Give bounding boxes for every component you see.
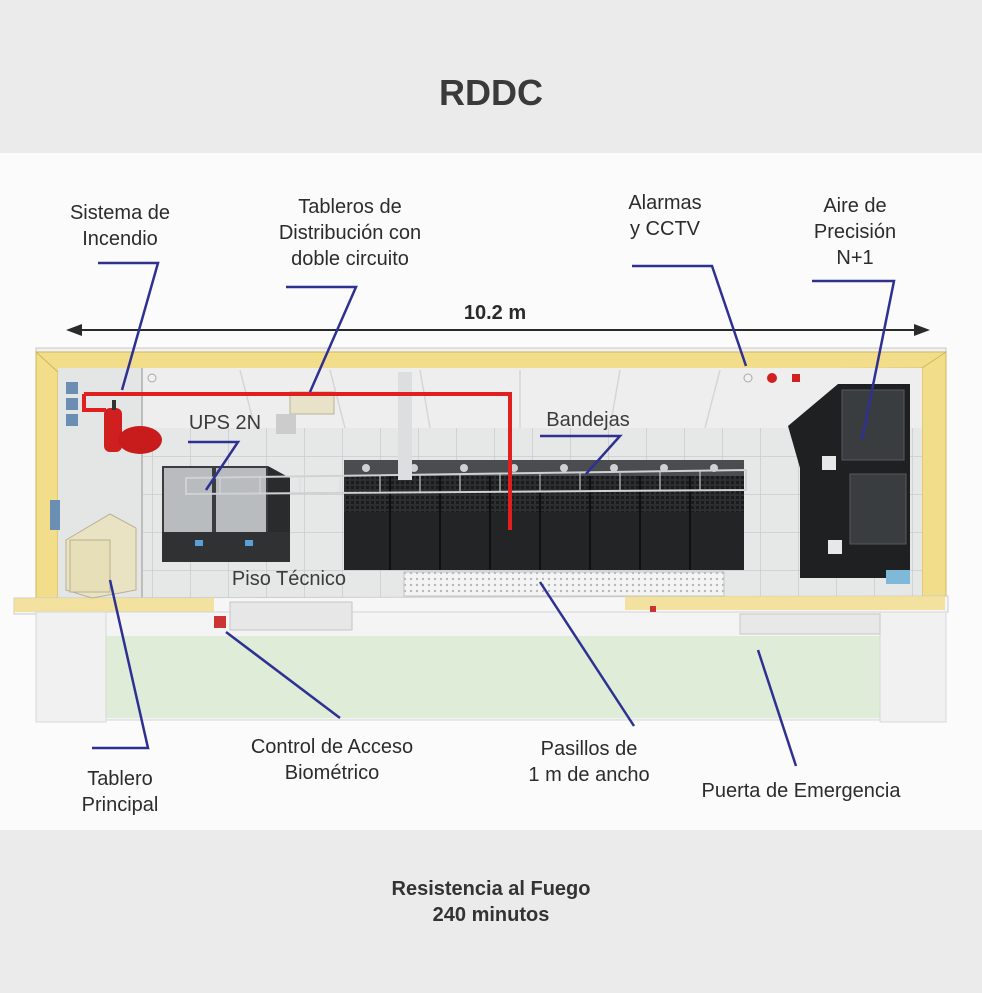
label-line: N+1 xyxy=(836,247,874,269)
label-line: Control de Acceso xyxy=(250,736,414,758)
leader-ups xyxy=(188,440,241,491)
main-electrical-board xyxy=(65,513,137,599)
fire-suppression-pipe xyxy=(82,392,512,530)
leader-lines xyxy=(92,261,896,767)
label-line: Pasillos de xyxy=(540,738,638,760)
server-rack-row xyxy=(344,460,744,570)
leader-control-acceso xyxy=(225,631,341,719)
label-aire-precision: Aire de Precisión N+1 xyxy=(790,193,920,271)
label-control-acceso: Control de Acceso Biométrico xyxy=(222,734,442,786)
label-line: Tableros de xyxy=(298,196,402,218)
leader-tableros xyxy=(286,285,358,393)
label-line: Sistema de xyxy=(69,202,171,224)
precision-ac-units xyxy=(788,384,910,584)
leader-bandejas xyxy=(540,434,623,475)
label-line: 1 m de ancho xyxy=(528,764,650,786)
label-line: Distribución con xyxy=(278,222,422,244)
fire-extinguisher xyxy=(104,400,162,454)
label-sistema-incendio: Sistema de Incendio xyxy=(50,200,190,252)
label-alarmas-cctv: Alarmas y CCTV xyxy=(600,190,730,242)
alarm-devices xyxy=(147,373,800,383)
label-puerta-emergencia: Puerta de Emergencia xyxy=(701,780,901,802)
footer-line: Resistencia al Fuego xyxy=(391,878,591,900)
label-line: Alarmas xyxy=(628,192,702,214)
leader-aire xyxy=(812,279,896,441)
label-line: Principal xyxy=(81,794,159,816)
ups-units xyxy=(162,466,290,562)
footer-line: 240 minutos xyxy=(432,904,550,926)
label-pasillos: Pasillos de 1 m de ancho xyxy=(504,736,674,788)
leader-puerta xyxy=(756,649,798,767)
label-line: Aire de xyxy=(823,195,887,217)
leader-tablero-principal xyxy=(92,579,150,750)
label-line: Biométrico xyxy=(284,762,380,784)
fire-resistance-note: Resistencia al Fuego 240 minutos xyxy=(0,876,982,928)
label-tablero-principal: Tablero Principal xyxy=(60,766,180,818)
leader-sistema-incendio xyxy=(98,261,160,391)
label-ups: UPS 2N xyxy=(188,412,262,434)
access-control-device xyxy=(214,601,353,631)
cable-tray xyxy=(185,372,747,496)
label-line: doble circuito xyxy=(291,248,409,270)
label-line: Precisión xyxy=(813,221,897,243)
label-piso-tecnico: Piso Técnico xyxy=(231,568,347,590)
leader-pasillos xyxy=(538,581,636,727)
dimension-arrow xyxy=(66,324,930,336)
perforated-floor-tiles xyxy=(403,571,725,597)
leader-alarmas xyxy=(632,264,748,367)
label-line: Incendio xyxy=(82,228,158,250)
label-bandejas: Bandejas xyxy=(546,409,630,431)
dimension-label: 10.2 m xyxy=(463,302,527,324)
label-line: Tablero xyxy=(87,768,153,790)
label-tableros-distribucion: Tableros de Distribución con doble circu… xyxy=(250,194,450,272)
label-line: y CCTV xyxy=(630,218,700,240)
distribution-panel xyxy=(276,391,335,434)
page-title: RDDC xyxy=(439,72,543,113)
emergency-door xyxy=(650,606,881,635)
